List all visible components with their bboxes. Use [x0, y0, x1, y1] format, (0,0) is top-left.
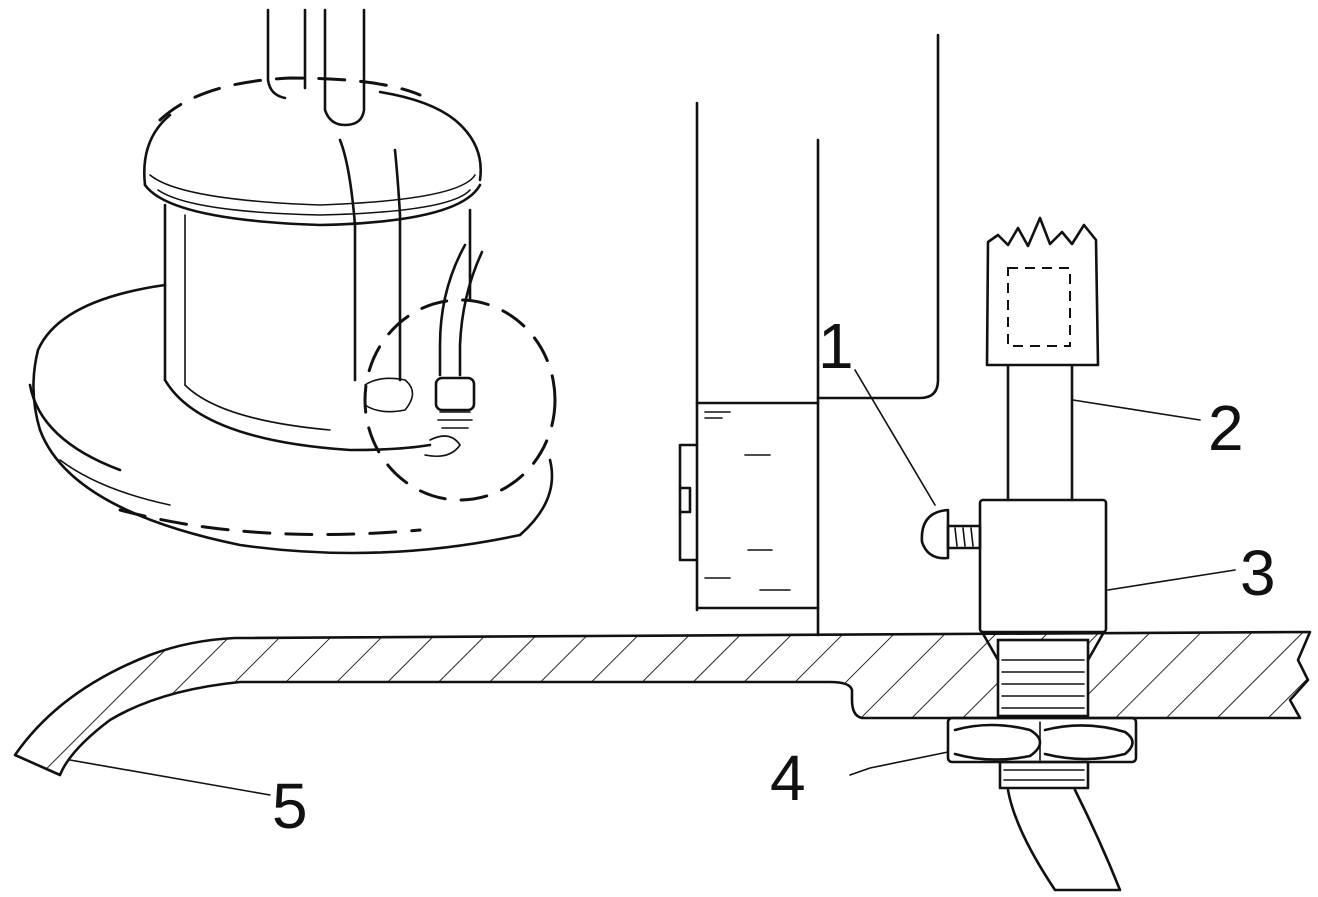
leader-1 [854, 369, 936, 506]
leader-3 [1107, 569, 1236, 591]
callout-3: 3 [1240, 537, 1276, 609]
callout-1: 1 [818, 310, 854, 382]
stud-assembly [13, 216, 1312, 892]
leader-2 [1072, 399, 1201, 421]
inset-housing [28, 8, 557, 555]
frame-panel [678, 33, 940, 637]
callout-2: 2 [1208, 392, 1244, 464]
callout-4: 4 [770, 742, 806, 814]
leader-5 [69, 759, 271, 796]
callout-5: 5 [272, 770, 308, 842]
leader-4 [849, 751, 949, 776]
